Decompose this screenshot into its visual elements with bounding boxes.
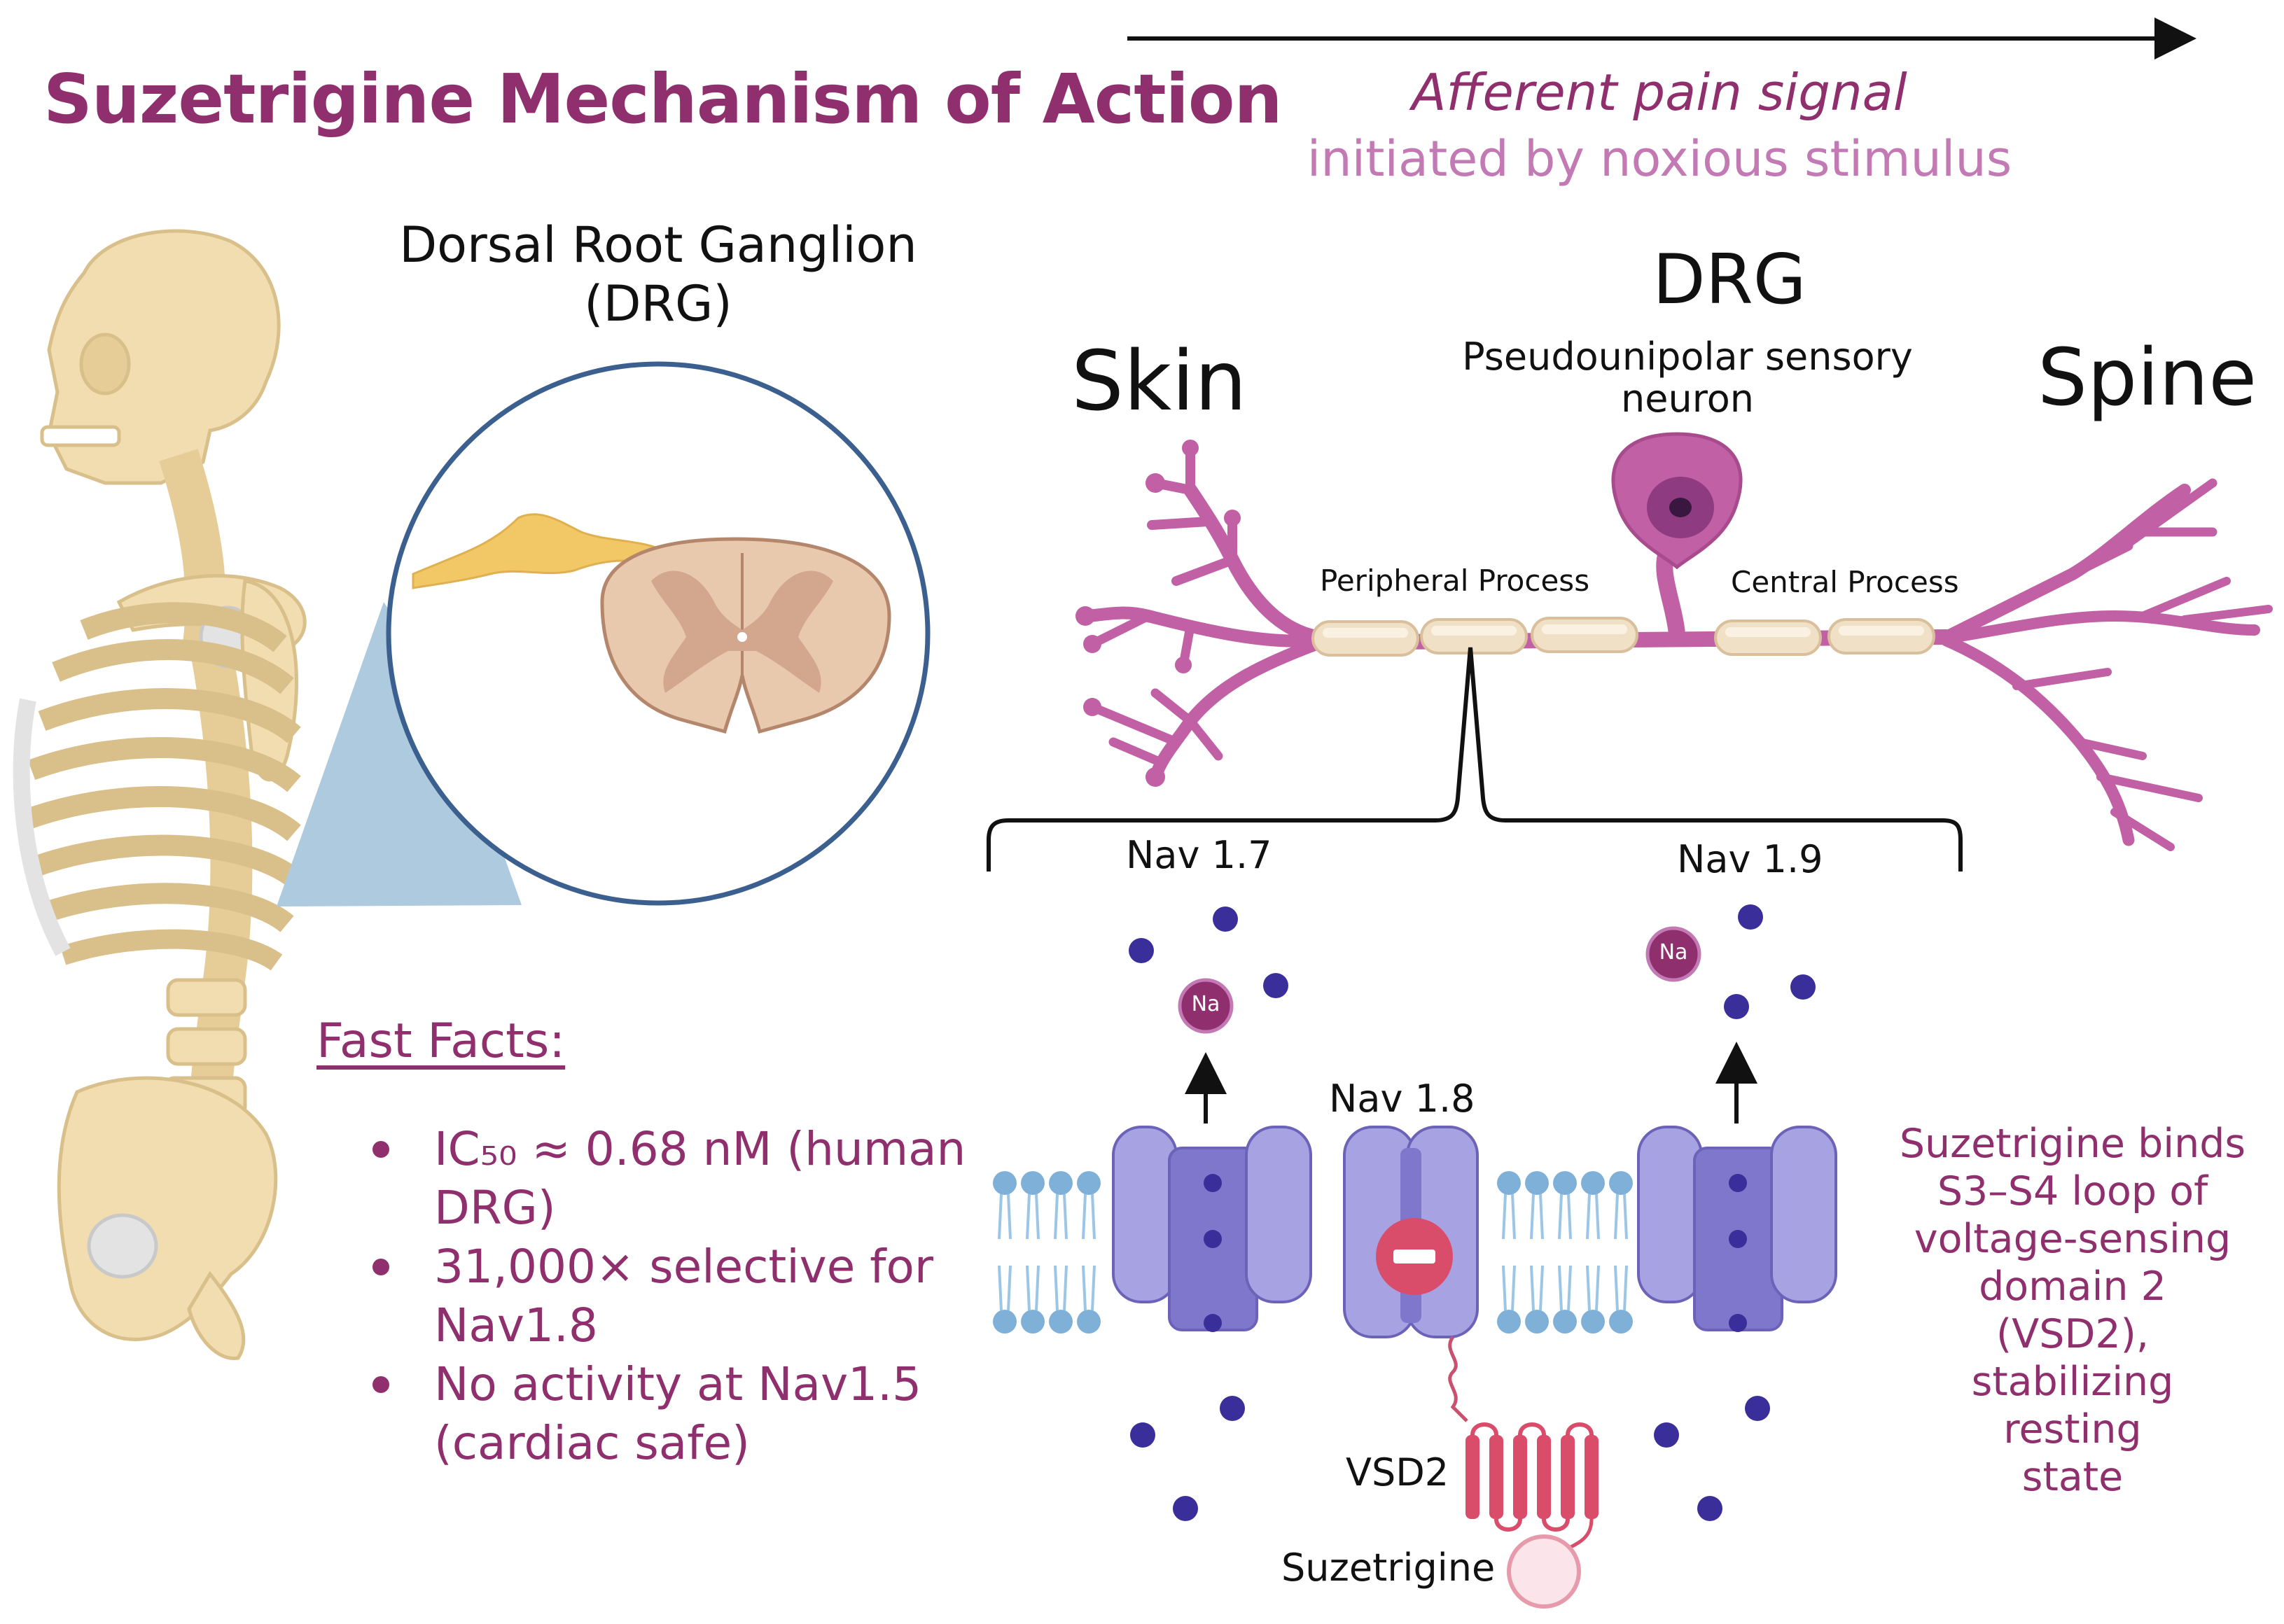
lipid-head xyxy=(1019,1170,1046,1240)
binding-note-line: voltage-sensing xyxy=(1914,1216,2231,1262)
fast-facts-heading: Fast Facts: xyxy=(316,1014,566,1069)
nav18-label: Nav 1.8 xyxy=(1329,1077,1475,1121)
fact-text: 31,000× selective for Nav1.8 xyxy=(434,1240,934,1352)
spine-label: Spine xyxy=(2038,332,2257,424)
lipid-head xyxy=(1552,1170,1578,1240)
bullet-icon xyxy=(372,1141,389,1158)
fact-item: IC₅₀ ≈ 0.68 nM (human DRG) xyxy=(364,1120,994,1238)
binding-note: Suzetrigine binds S3–S4 loop of voltage-… xyxy=(1897,1120,2248,1501)
pore-sodium-ions xyxy=(1204,1174,1747,1332)
signal-caption: Afferent pain signal initiated by noxiou… xyxy=(1260,0,2059,210)
lipid-head xyxy=(991,1170,1018,1240)
peripheral-process-label: Peripheral Process xyxy=(1320,564,1590,598)
neuron-type-line-2: neuron xyxy=(1621,377,1754,421)
binding-note-line: domain 2 (VSD2), xyxy=(1979,1264,2166,1357)
binding-note-line: state xyxy=(2021,1454,2124,1500)
lipid-head xyxy=(1608,1170,1634,1240)
fact-text: IC₅₀ ≈ 0.68 nM (human DRG) xyxy=(434,1122,966,1235)
drg-label: DRG xyxy=(1652,240,1806,320)
fact-item: 31,000× selective for Nav1.8 xyxy=(364,1238,994,1355)
na-badge-label-nav17: Na xyxy=(1191,992,1220,1016)
lipid-head xyxy=(1524,1170,1550,1240)
na-ion-nav17 xyxy=(1178,978,1234,1034)
lipid-head xyxy=(1496,1170,1522,1240)
lipid-head xyxy=(1047,1264,1074,1335)
lipid-head xyxy=(1552,1264,1578,1335)
fact-text: No activity at Nav1.5 (cardiac safe) xyxy=(434,1357,922,1470)
binding-note-line: stabilizing resting xyxy=(1971,1359,2174,1452)
suzetrigine-label: Suzetrigine xyxy=(1281,1546,1496,1590)
central-process-label: Central Process xyxy=(1731,565,1959,599)
lipid-head xyxy=(1075,1264,1102,1335)
lipid-head xyxy=(1496,1264,1522,1335)
neuron-cell-body xyxy=(1611,432,1743,570)
bullet-icon xyxy=(372,1259,389,1275)
inhibition-icon xyxy=(1376,1218,1453,1295)
fast-facts-list: IC₅₀ ≈ 0.68 nM (human DRG) 31,000× selec… xyxy=(364,1120,994,1473)
membrane-lipids-inner xyxy=(991,1264,1634,1335)
nav17-label: Nav 1.7 xyxy=(1126,833,1272,877)
vsd2-label: VSD2 xyxy=(1346,1450,1449,1494)
lipid-head xyxy=(991,1264,1018,1335)
lipid-head xyxy=(1524,1264,1550,1335)
lipid-head xyxy=(1580,1264,1606,1335)
zoom-bracket xyxy=(987,647,1963,872)
lipid-head xyxy=(1075,1170,1102,1240)
skeleton-illustration xyxy=(13,229,307,1360)
lipid-head xyxy=(1047,1170,1074,1240)
nav19-channel xyxy=(1637,1126,1837,1331)
lipid-head xyxy=(1608,1264,1634,1335)
neuron-type-line-1: Pseudounipolar sensory xyxy=(1462,335,1913,379)
binding-note-line: S3–S4 loop of xyxy=(1937,1168,2208,1214)
neuron-type-label: Pseudounipolar sensory neuron xyxy=(1428,335,1947,421)
fact-item: No activity at Nav1.5 (cardiac safe) xyxy=(364,1355,994,1473)
suzetrigine-molecule xyxy=(1507,1534,1581,1609)
membrane-lipids-outer xyxy=(991,1170,1634,1240)
lipid-head xyxy=(1580,1170,1606,1240)
drg-caption-line-2: (DRG) xyxy=(584,275,732,332)
skin-label: Skin xyxy=(1071,332,1247,429)
zoom-cone xyxy=(277,602,522,906)
nav19-label: Nav 1.9 xyxy=(1677,837,1823,881)
free-sodium-ions xyxy=(1129,904,1816,1521)
na-ion-nav19 xyxy=(1645,926,1701,982)
bullet-icon xyxy=(372,1376,389,1393)
lipid-head xyxy=(1019,1264,1046,1335)
spinal-cord-cross-section xyxy=(600,537,891,734)
vsd2-domain xyxy=(1448,1336,1599,1553)
nav17-channel xyxy=(1112,1126,1312,1331)
myelin-sheaths xyxy=(1311,617,1935,657)
figure-title: Suzetrigine Mechanism of Action xyxy=(43,59,1283,139)
drg-caption-line-1: Dorsal Root Ganglion xyxy=(399,216,917,274)
signal-line-2: initiated by noxious stimulus xyxy=(1307,130,2012,188)
na-badge-label-nav19: Na xyxy=(1659,940,1688,965)
signal-line-1: Afferent pain signal xyxy=(1412,63,1907,122)
binding-note-line: Suzetrigine binds xyxy=(1899,1121,2246,1167)
drg-caption: Dorsal Root Ganglion (DRG) xyxy=(364,216,952,333)
